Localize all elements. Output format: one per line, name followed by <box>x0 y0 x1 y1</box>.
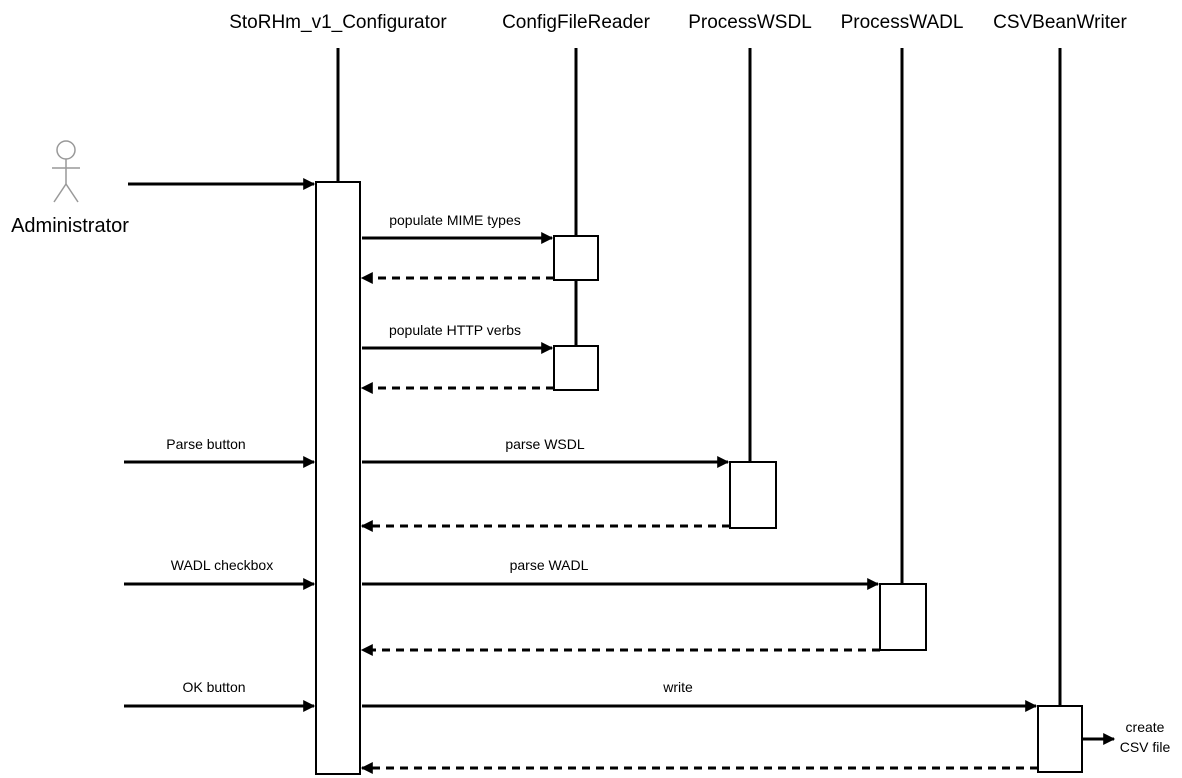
message-populate-http-label: populate HTTP verbs <box>389 322 521 338</box>
configfilereader-activation-2 <box>553 345 599 391</box>
message-wadl-checkbox-label: WADL checkbox <box>171 557 273 573</box>
create-csv-label-line1: create <box>1126 719 1165 735</box>
participant-processwadl-label: ProcessWADL <box>841 12 964 33</box>
message-populate-mime-label: populate MIME types <box>389 212 521 228</box>
administrator-label: Administrator <box>11 215 129 237</box>
message-ok-button-label: OK button <box>182 679 245 695</box>
configfilereader-activation-1 <box>553 235 599 281</box>
participant-processwsdl-label: ProcessWSDL <box>688 12 812 33</box>
message-write-label: write <box>662 679 693 695</box>
processwsdl-activation <box>729 461 777 529</box>
message-parse-wsdl-label: parse WSDL <box>505 436 585 452</box>
processwadl-activation <box>879 583 927 651</box>
message-parse-wadl-label: parse WADL <box>510 557 589 573</box>
participant-csvbeanwriter-label: CSVBeanWriter <box>993 12 1127 33</box>
participant-configurator-label: StoRHm_v1_Configurator <box>229 12 447 33</box>
create-csv-label-line2: CSV file <box>1120 739 1171 755</box>
message-parse-button-label: Parse button <box>166 436 245 452</box>
csvbeanwriter-activation <box>1037 705 1083 773</box>
configurator-activation <box>315 181 361 775</box>
administrator-actor-icon <box>52 140 80 203</box>
participant-configfilereader-label: ConfigFileReader <box>502 12 651 33</box>
